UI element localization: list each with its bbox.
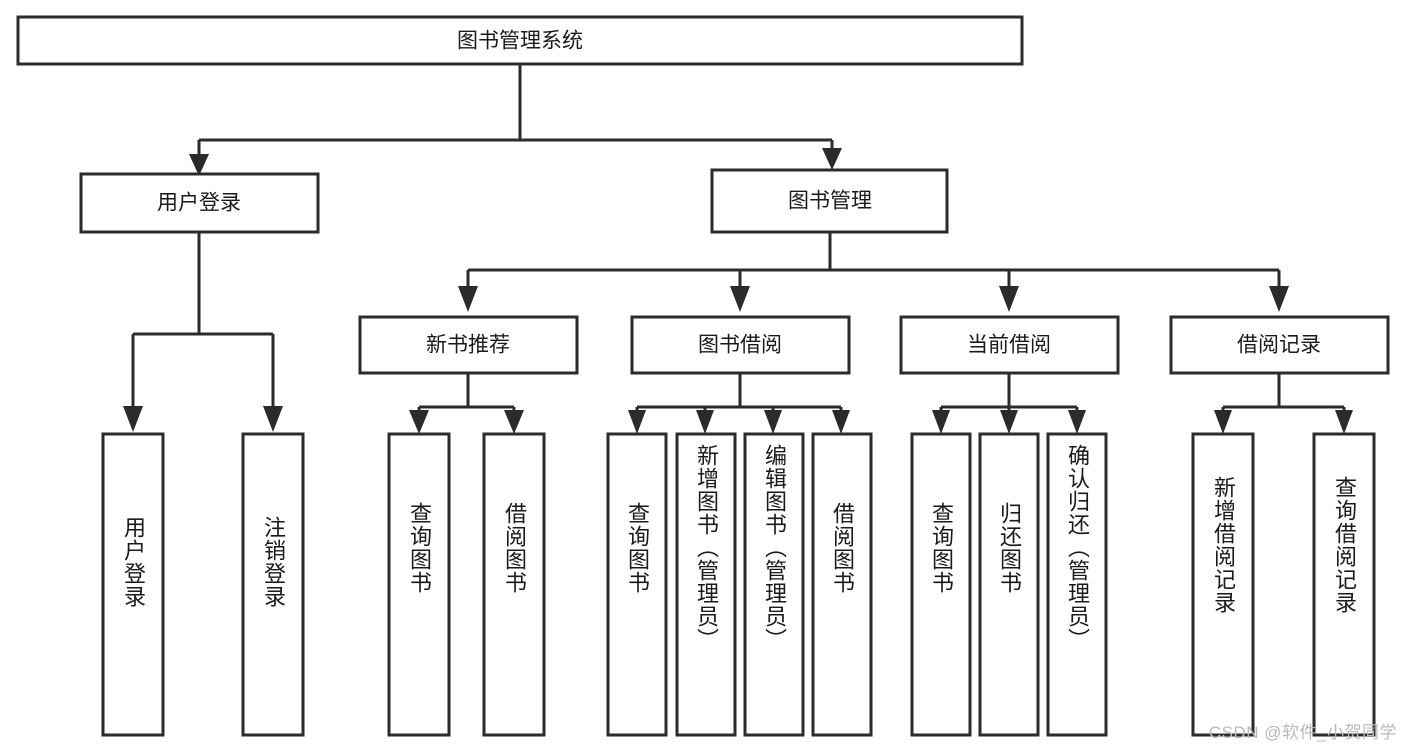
node-leaf-logout[interactable] (241, 432, 305, 737)
node-current-borrow-label: 当前借阅 (967, 334, 1051, 357)
arrowhead-bb-child-4 (832, 410, 850, 434)
node-borrow-record[interactable] (1169, 315, 1390, 375)
arrowhead-cb-child-2 (1000, 410, 1018, 434)
connector-group (123, 64, 1353, 434)
arrowhead-ul-child-2 (263, 406, 283, 432)
node-leaf-user-login[interactable] (101, 432, 165, 737)
node-book-borrow[interactable] (630, 315, 851, 375)
node-leaf-borrow-book-nb[interactable] (482, 432, 546, 737)
node-new-book-recommend-label: 新书推荐 (426, 334, 510, 357)
node-leaf-query-book-bb[interactable] (606, 432, 668, 737)
node-leaf-query-book-nb[interactable] (387, 432, 451, 737)
arrowhead-book-manage (822, 148, 842, 170)
arrowhead-br-child-1 (1214, 410, 1232, 434)
node-leaf-return-book[interactable] (978, 432, 1040, 737)
node-leaf-confirm-return-admin[interactable] (1046, 432, 1108, 737)
node-leaf-borrow-book-bb[interactable] (811, 432, 873, 737)
node-leaf-query-borrow-record[interactable] (1312, 432, 1376, 737)
node-root-book-management-system[interactable] (16, 15, 1024, 66)
arrowhead-nb-child-1 (409, 410, 429, 434)
arrowhead-new-book (458, 286, 478, 312)
arrowhead-current-borrow (999, 286, 1019, 312)
arrowhead-bb-child-1 (628, 410, 646, 434)
arrowhead-ul-child-1 (123, 406, 143, 432)
arrowhead-bb-child-3 (764, 410, 782, 434)
arrowhead-cb-child-1 (932, 410, 950, 434)
node-user-login[interactable] (79, 172, 320, 234)
arrowhead-borrow-record (1269, 286, 1289, 312)
arrowhead-br-child-2 (1335, 410, 1353, 434)
arrowhead-nb-child-2 (504, 410, 524, 434)
node-leaf-add-book-admin[interactable] (675, 432, 737, 737)
node-book-management-label: 图书管理 (788, 190, 872, 213)
csdn-watermark: CSDN @软件_小贺同学 (1208, 723, 1397, 742)
node-leaf-add-borrow-record[interactable] (1191, 432, 1255, 737)
node-borrow-record-label: 借阅记录 (1237, 334, 1321, 357)
node-current-borrow[interactable] (899, 315, 1120, 375)
node-leaf-query-book-cb[interactable] (910, 432, 972, 737)
node-root-label: 图书管理系统 (457, 30, 583, 53)
arrowhead-user-login (189, 154, 209, 176)
arrowhead-bb-child-2 (696, 410, 714, 434)
node-user-login-label: 用户登录 (157, 192, 241, 215)
arrowhead-book-borrow (730, 286, 750, 312)
arrowhead-cb-child-3 (1068, 410, 1086, 434)
node-book-borrow-label: 图书借阅 (698, 334, 782, 357)
node-book-management[interactable] (710, 168, 949, 234)
node-leaf-edit-book-admin[interactable] (743, 432, 805, 737)
node-new-book-recommend[interactable] (358, 315, 579, 375)
